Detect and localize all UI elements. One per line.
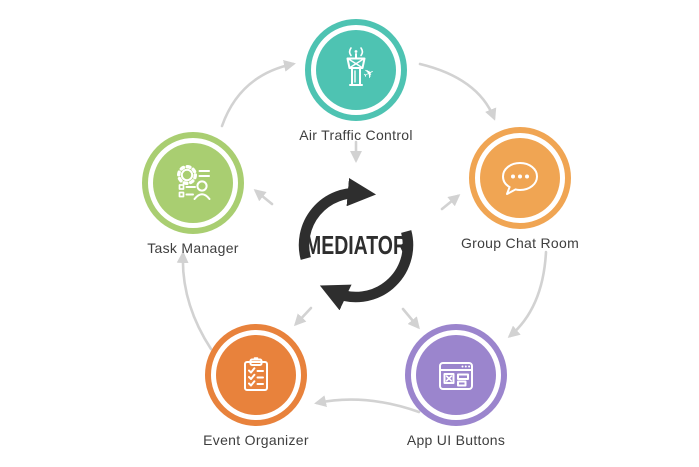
node-event-organizer: Event Organizer xyxy=(176,324,336,448)
spoke-center-to-eventorganizer xyxy=(293,306,313,327)
node-label-app-ui-buttons: App UI Buttons xyxy=(406,432,506,448)
node-disc: ✈ xyxy=(316,30,396,110)
node-circle-air-traffic-control: ✈ xyxy=(305,19,407,121)
node-disc xyxy=(216,335,296,415)
node-task-manager: Task Manager xyxy=(113,132,273,256)
node-app-ui-buttons: App UI Buttons xyxy=(376,324,536,448)
node-circle-task-manager xyxy=(142,132,244,234)
svg-text:✈: ✈ xyxy=(360,64,377,82)
node-disc xyxy=(416,335,496,415)
spoke-center-to-taskmanager xyxy=(253,189,274,206)
node-air-traffic-control: ✈ Air Traffic Control xyxy=(276,19,436,143)
node-disc xyxy=(480,138,560,218)
node-label-group-chat-room: Group Chat Room xyxy=(460,235,580,251)
node-label-air-traffic-control: Air Traffic Control xyxy=(299,127,413,143)
arc-atc-to-groupchat xyxy=(418,62,497,121)
node-circle-app-ui-buttons xyxy=(405,324,507,426)
arc-appui-to-eventorganizer xyxy=(314,395,421,414)
browser-window-icon xyxy=(439,362,473,390)
node-circle-event-organizer xyxy=(205,324,307,426)
gear-person-icon xyxy=(176,164,211,200)
node-circle-group-chat-room xyxy=(469,127,571,229)
node-disc xyxy=(153,143,233,223)
arc-taskmanager-to-atc xyxy=(220,59,296,128)
node-group-chat-room: Group Chat Room xyxy=(440,127,600,251)
clipboard-checklist-icon xyxy=(244,357,268,391)
arc-groupchat-to-appui xyxy=(507,250,548,338)
control-tower-icon: ✈ xyxy=(346,47,377,86)
node-label-event-organizer: Event Organizer xyxy=(203,432,309,448)
spoke-center-to-appui xyxy=(401,307,420,330)
node-label-task-manager: Task Manager xyxy=(147,240,239,256)
arc-eventorganizer-to-taskmanager xyxy=(176,251,213,351)
chat-bubble-icon xyxy=(502,162,538,195)
spoke-center-to-groupchat xyxy=(440,194,461,211)
